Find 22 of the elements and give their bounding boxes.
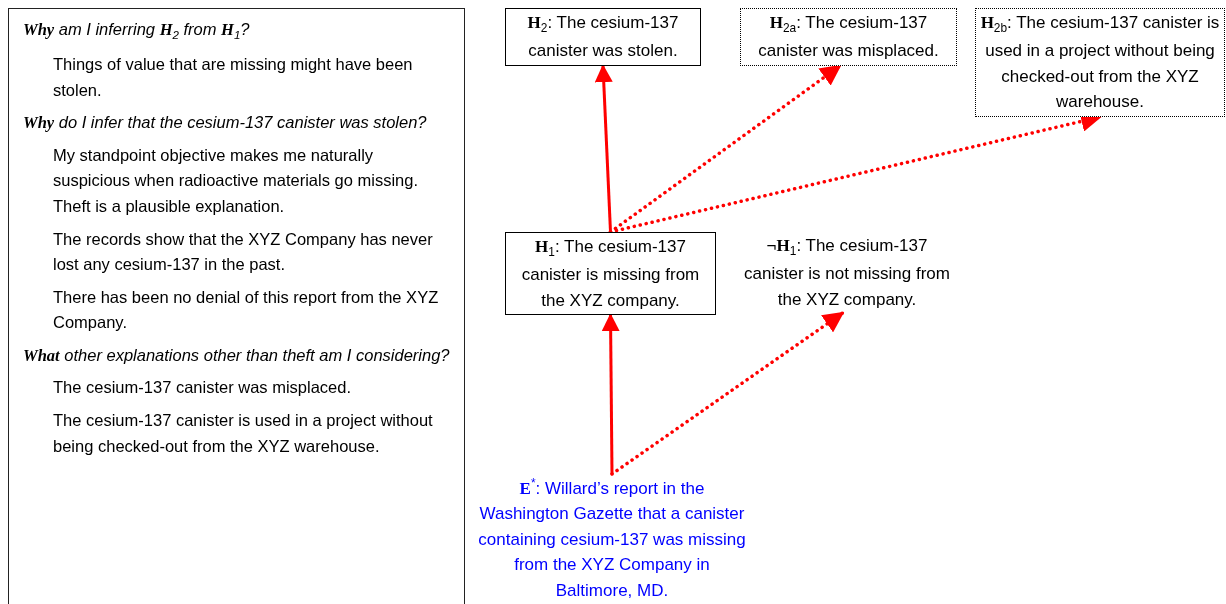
hypothesis-text: H$_{2a}$: The cesium-137 canister was misplaced. — [757, 12, 940, 63]
hypothesis-text: H$_{2b}$: The cesium-137 canister is used in a project without being checked-out from the XYZ warehouse. — [979, 12, 1221, 114]
hypothesis-text: H$_{2}$: The cesium-137 canister was stolen. — [526, 12, 680, 63]
hypothesis-box — [505, 232, 716, 316]
evidence-text: E$^{*}$: Willard’s report in the Washington Gazette that a canister containing cesium-137 was missing from the XYZ Company in Baltimore, MD. — [477, 475, 747, 602]
answer-text: There has been no denial of this report from the XYZ Company. — [53, 286, 440, 334]
answer-text: The cesium-137 canister was misplaced. — [53, 377, 353, 399]
question-text: Why do I infer that the cesium-137 canister was stolen? — [23, 112, 428, 135]
arrow — [601, 313, 620, 474]
hypothesis-text: H$_{1}$: The cesium-137 canister is missing from the XYZ company. — [520, 236, 701, 312]
hypothesis-text: ¬H$_{1}$: The cesium-137 canister is not missing from the XYZ company. — [743, 235, 951, 311]
dotted-arrow — [610, 311, 845, 476]
hypothesis-box — [505, 8, 701, 66]
arrow — [594, 64, 613, 233]
answer-text: The cesium-137 canister is used in a project without being checked-out from the XYZ warehouse. — [53, 409, 434, 457]
question-text: Why am I inferring H$_{2}$ from H$_{1}$? — [23, 19, 251, 44]
answer-text: My standpoint objective makes me naturally suspicious when radioactive materials go missing. Theft is a plausible explanation. — [53, 144, 419, 217]
answer-text: The records show that the XYZ Company has never lost any cesium-137 in the past. — [53, 228, 434, 276]
alternative-hypothesis-box — [740, 8, 957, 66]
answer-text: Things of value that are missing might have been stolen. — [53, 54, 414, 101]
reasoning-panel — [8, 8, 465, 604]
question-text: What other explanations other than theft am I considering? — [23, 344, 450, 367]
